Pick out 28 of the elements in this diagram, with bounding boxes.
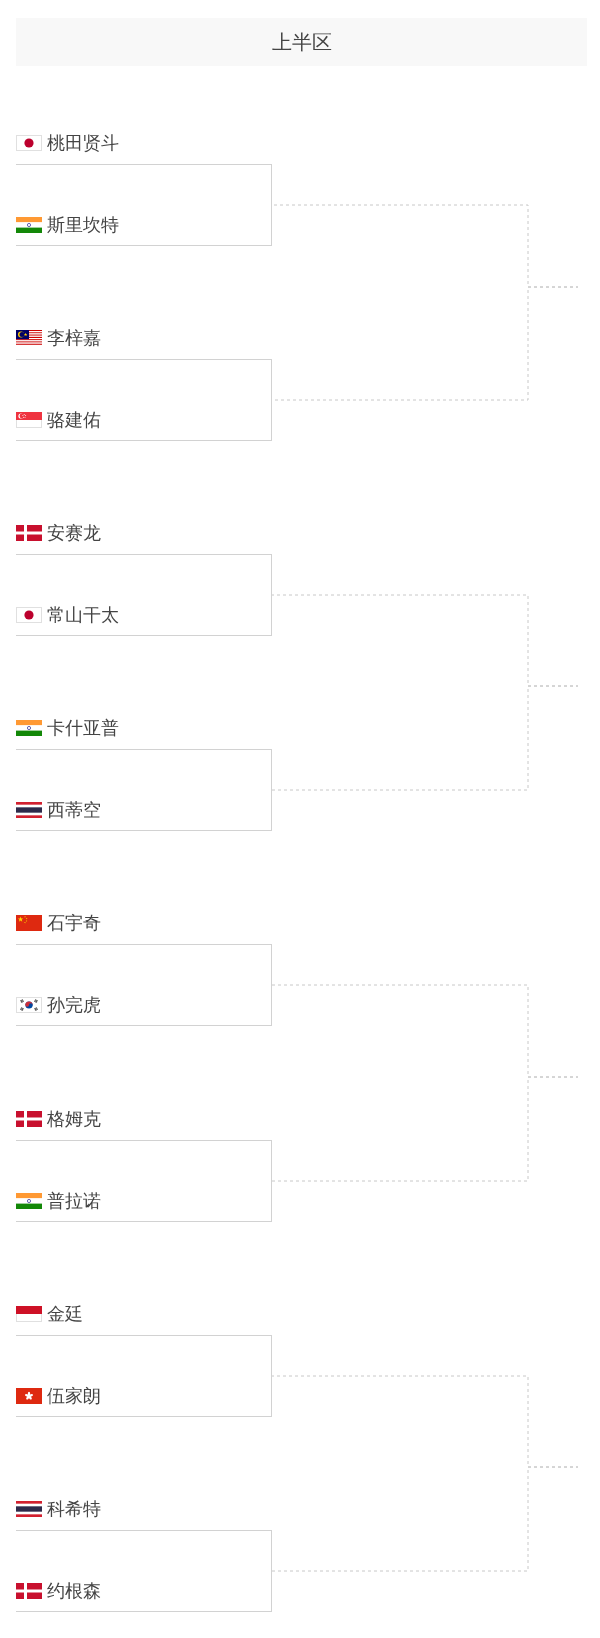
player-name: 孙完虎 (47, 994, 101, 1016)
bracket-connector (271, 1076, 579, 1182)
player-name: 约根森 (47, 1580, 101, 1602)
player-name: 李梓嘉 (47, 327, 101, 349)
player-name: 石宇奇 (47, 912, 101, 934)
player-name: 桃田贤斗 (47, 132, 119, 154)
player-name: 西蒂空 (47, 799, 101, 821)
player-name: 伍家朗 (47, 1385, 101, 1407)
match-bracket (16, 1530, 272, 1612)
player-name: 斯里坎特 (47, 214, 119, 236)
player-name: 科希特 (47, 1498, 101, 1520)
player-name: 常山干太 (47, 604, 119, 626)
player-name: 格姆克 (47, 1108, 101, 1130)
player-name: 安赛龙 (47, 522, 101, 544)
match-bracket (16, 1335, 272, 1417)
player-name: 骆建佑 (47, 409, 101, 431)
player-name: 卡什亚普 (47, 717, 119, 739)
match-bracket (16, 359, 272, 441)
bracket-connector (271, 685, 579, 791)
match-bracket (16, 164, 272, 246)
bracket-connector (271, 1466, 579, 1572)
player-name: 普拉诺 (47, 1190, 101, 1212)
match-bracket (16, 554, 272, 636)
match-bracket (16, 944, 272, 1026)
match-bracket (16, 1140, 272, 1222)
match-bracket (16, 749, 272, 831)
player-name: 金廷 (47, 1303, 83, 1325)
section-heading: 上半区 (16, 18, 587, 66)
